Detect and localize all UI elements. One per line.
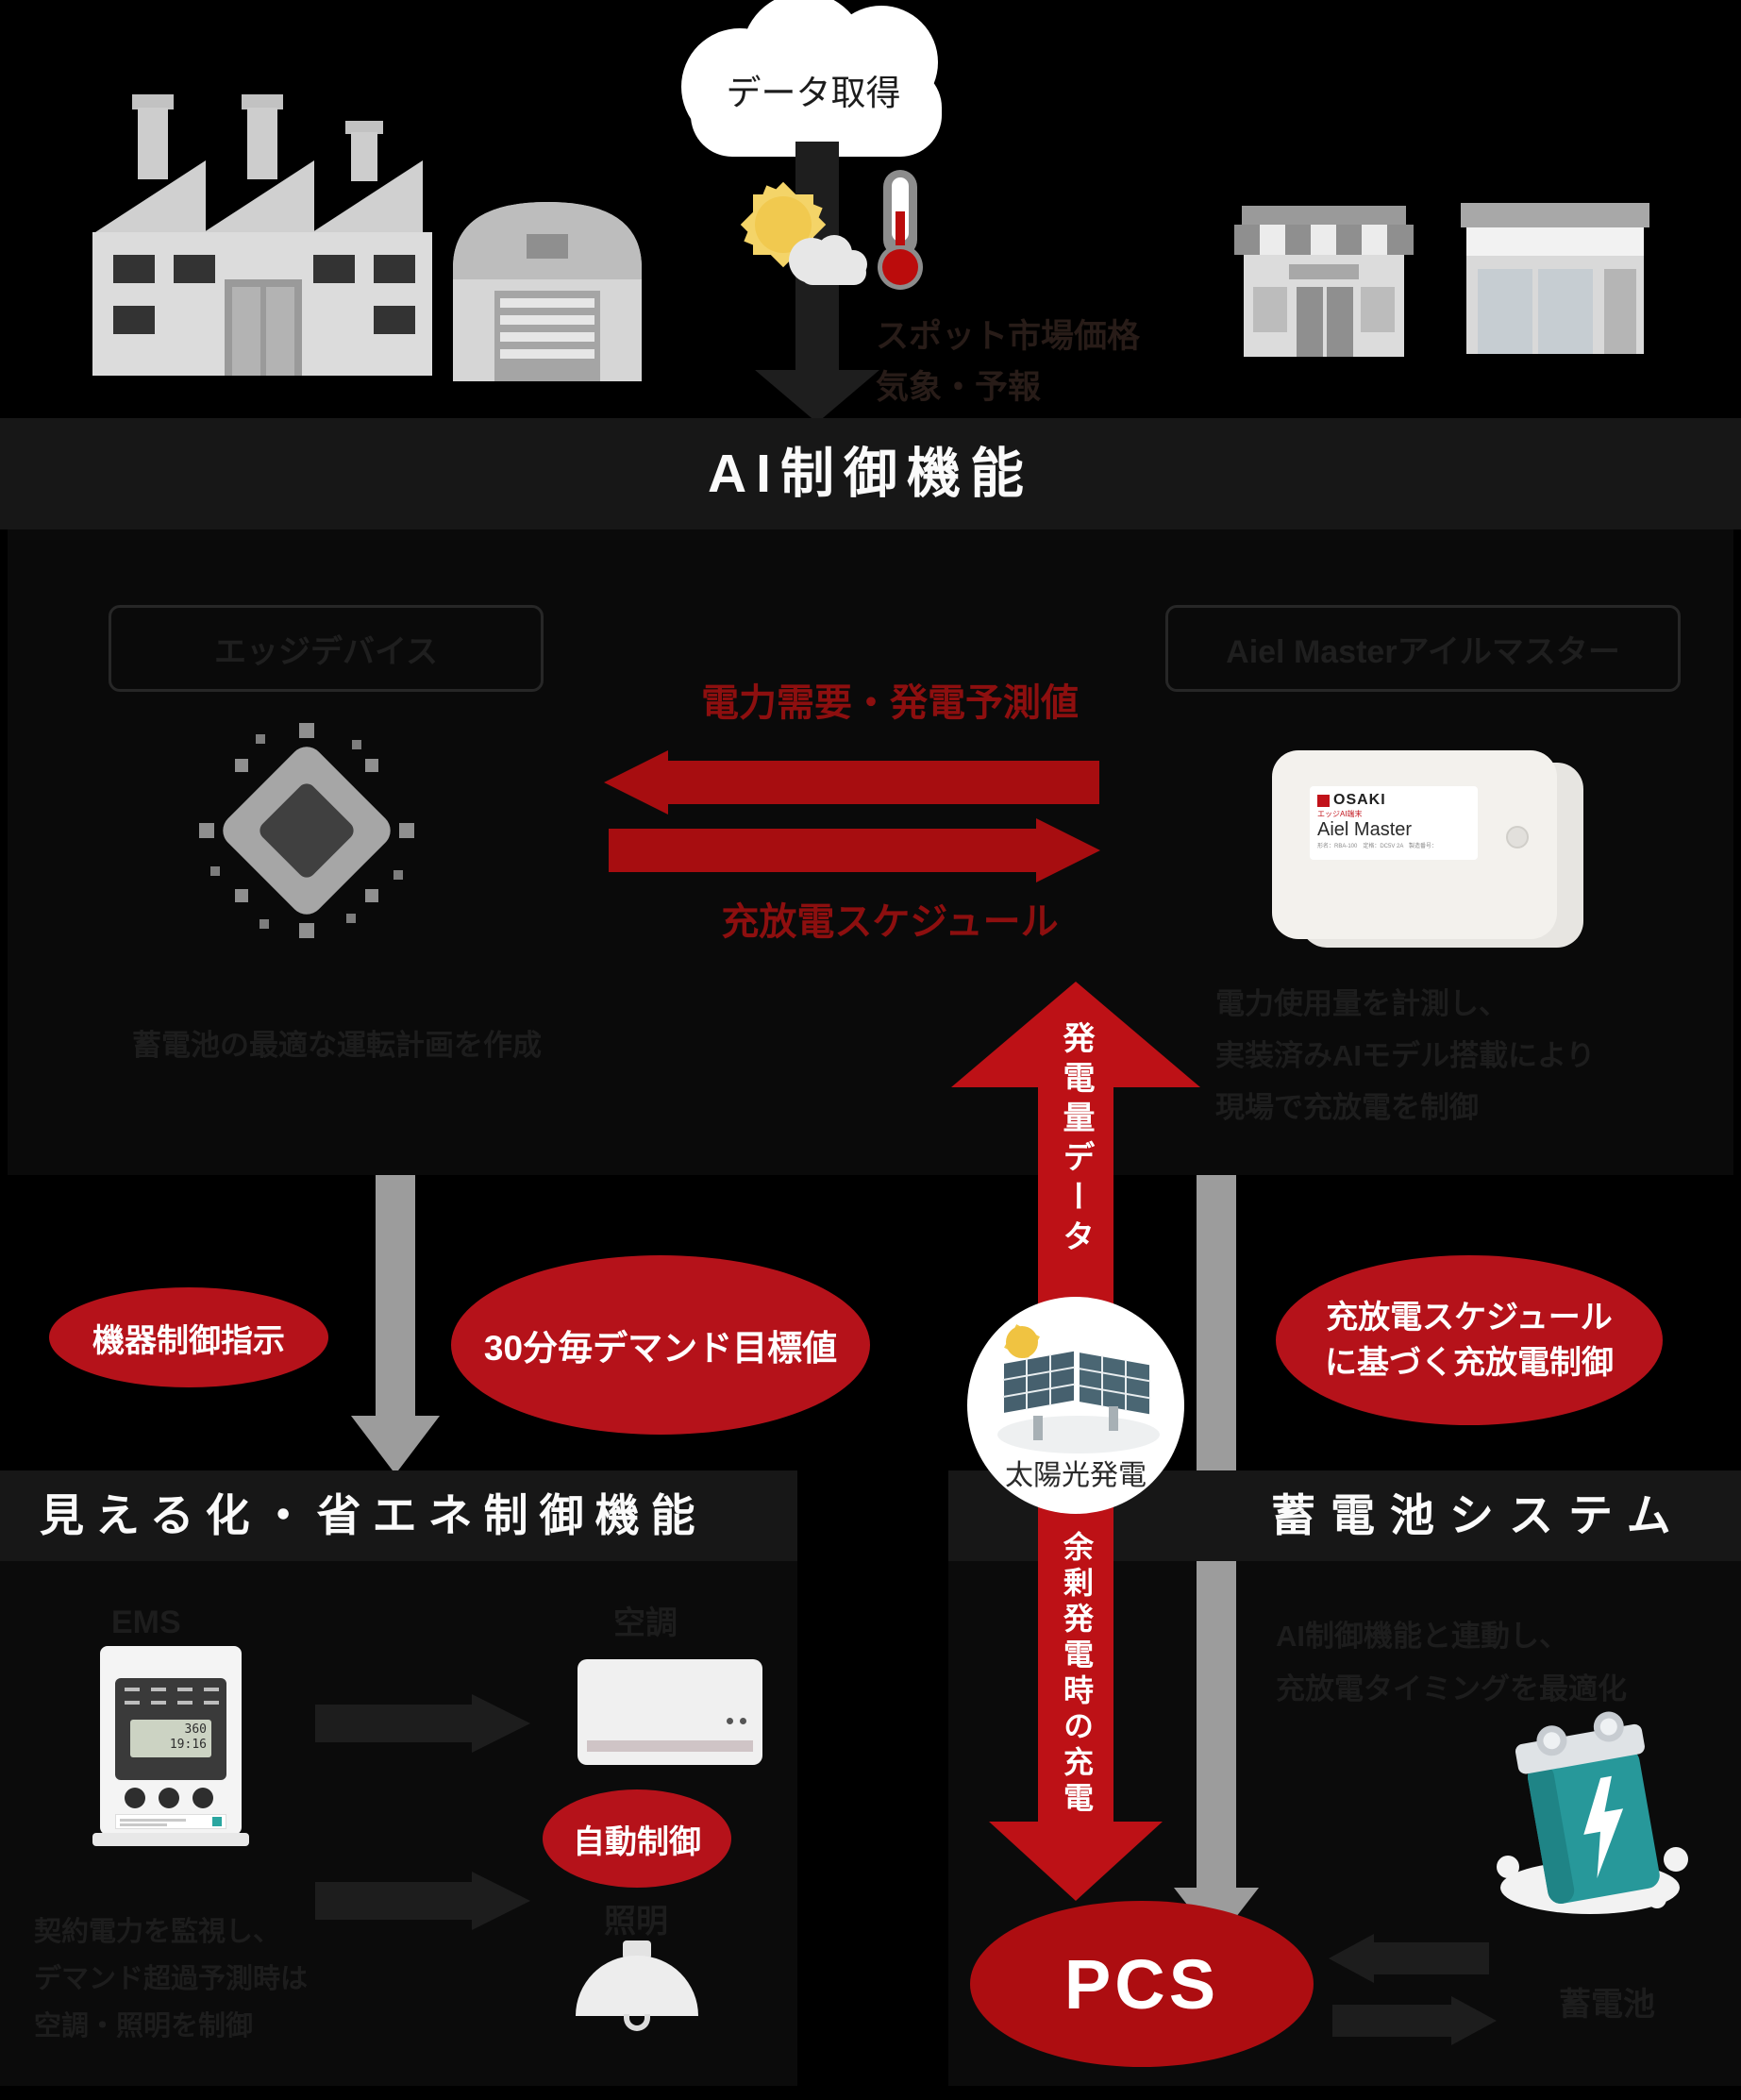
ems-to-ac-arrow-head [472, 1694, 530, 1753]
pcs-to-battery-arrow-body [1332, 2005, 1455, 2037]
charge-schedule-label: 充放電スケジュール [721, 901, 1059, 943]
aiel-master-box: Aiel Masterアイルマスター [1165, 605, 1681, 692]
device-type: エッジAI端末 [1317, 810, 1363, 818]
pcs-to-battery-arrow-head [1451, 1996, 1497, 2045]
energy-caption-line1: 契約電力を監視し、 [34, 1917, 281, 1947]
solar-circle: 太陽光発電 [967, 1297, 1184, 1514]
demand-target-ellipse: 30分毎デマンド目標値 [451, 1255, 870, 1435]
surplus-charge-label: 余剰発電時の充電 [1060, 1531, 1094, 1818]
device-name: Aiel Master [1317, 819, 1413, 840]
ai-section-band: AI制御機能 [0, 418, 1741, 529]
battery-to-pcs-arrow-head [1329, 1934, 1374, 1983]
ems-to-light-arrow-head [472, 1872, 530, 1930]
battery-icon [1491, 1699, 1694, 1921]
surplus-arrow-head [989, 1822, 1163, 1901]
data-cloud: データ取得 [653, 0, 974, 170]
energy-caption: 契約電力を監視し、 デマンド超過予測時は 空調・照明を制御 [34, 1908, 308, 2050]
pcs-ellipse: PCS [970, 1901, 1314, 2067]
battery-to-pcs-arrow-body [1366, 1942, 1489, 1974]
shop-awning-icon [1234, 196, 1414, 357]
arrow-left-head [604, 750, 668, 815]
device-spec: 形名：RBA-100 定格：DC5V 2A 製造番号： [1317, 844, 1438, 849]
factory-icon [83, 92, 446, 380]
weather-sun-cloud-icon [725, 177, 871, 289]
warehouse-icon [453, 181, 642, 381]
market-note-line2: 気象・予報 [876, 369, 1042, 406]
market-note: スポット市場価格 気象・予報 [876, 311, 1140, 413]
ems-to-ac-arrow-body [315, 1705, 476, 1742]
arrow-left-body [665, 761, 1099, 804]
store-icon [1461, 203, 1649, 354]
ai-device-caption: 電力使用量を計測し、 実装済みAIモデル搭載により 現場で充放電を制御 [1215, 978, 1595, 1134]
market-note-line1: スポット市場価格 [876, 318, 1141, 355]
aiel-device: OSAKI エッジAI端末 Aiel Master 形名：RBA-100 定格：… [1272, 750, 1557, 939]
device-screw-icon [1506, 826, 1529, 848]
energy-section-band: 見える化・省エネ制御機能 [0, 1470, 797, 1561]
schedule-control-ellipse: 充放電スケジュール に基づく充放電制御 [1276, 1255, 1663, 1425]
storage-battery-label: 蓄電池 [1559, 1987, 1655, 2023]
data-cloud-label: データ取得 [726, 74, 901, 112]
battery-caption: AI制御機能と連動し、 充放電タイミングを最適化 [1276, 1610, 1627, 1716]
arrow-right-head [1036, 818, 1100, 882]
energy-caption-line3: 空調・照明を制御 [34, 2011, 254, 2041]
device-brand: OSAKI [1333, 792, 1386, 808]
battery-caption-line1: AI制御機能と連動し、 [1276, 1620, 1568, 1653]
auto-control-ellipse: 自動制御 [543, 1789, 731, 1888]
schedule-control-line2: に基づく充放電制御 [1325, 1345, 1614, 1381]
solar-panel-icon [997, 1324, 1160, 1453]
device-control-ellipse: 機器制御指示 [49, 1287, 328, 1387]
generation-data-label: 発電量データ [1058, 1021, 1094, 1259]
generation-arrow-body [1038, 1085, 1113, 1323]
edge-device-box: エッジデバイス [109, 605, 544, 692]
osaki-logo-icon [1317, 794, 1330, 807]
energy-caption-line2: デマンド超過予測時は [34, 1964, 309, 1994]
device-caption-line1: 電力使用量を計測し、 [1215, 987, 1508, 1020]
ai-chip-icon [193, 717, 420, 944]
generation-arrow-head [951, 982, 1200, 1087]
solar-label: 太陽光発電 [1005, 1460, 1147, 1491]
ceiling-light-icon [576, 1940, 698, 2050]
energy-section-title: 見える化・省エネ制御機能 [40, 1490, 707, 1540]
ac-label: 空調 [613, 1605, 678, 1641]
schedule-control-line1: 充放電スケジュール [1326, 1300, 1613, 1336]
light-label: 照明 [604, 1904, 668, 1940]
air-conditioner-icon [578, 1659, 762, 1765]
ems-to-light-arrow-body [315, 1882, 476, 1920]
gray-arrow-left-body [376, 1175, 415, 1419]
demand-forecast-label: 電力需要・発電予測値 [701, 682, 1079, 724]
cloud-to-ai-arrow-head [755, 370, 879, 423]
ems-label: EMS [111, 1604, 181, 1640]
battery-caption-line2: 充放電タイミングを最適化 [1276, 1672, 1627, 1705]
device-caption-line2: 実装済みAIモデル搭載により [1215, 1039, 1596, 1072]
arrow-right-body [609, 829, 1038, 872]
device-caption-line3: 現場で充放電を制御 [1215, 1091, 1479, 1124]
gray-arrow-left-head [351, 1416, 440, 1474]
thermometer-icon [870, 170, 930, 291]
ai-section-title: AI制御機能 [708, 444, 1033, 504]
battery-section-title: 蓄電池システム [1271, 1490, 1686, 1540]
ai-cloud-caption: 蓄電池の最適な運転計画を作成 [132, 1029, 542, 1062]
